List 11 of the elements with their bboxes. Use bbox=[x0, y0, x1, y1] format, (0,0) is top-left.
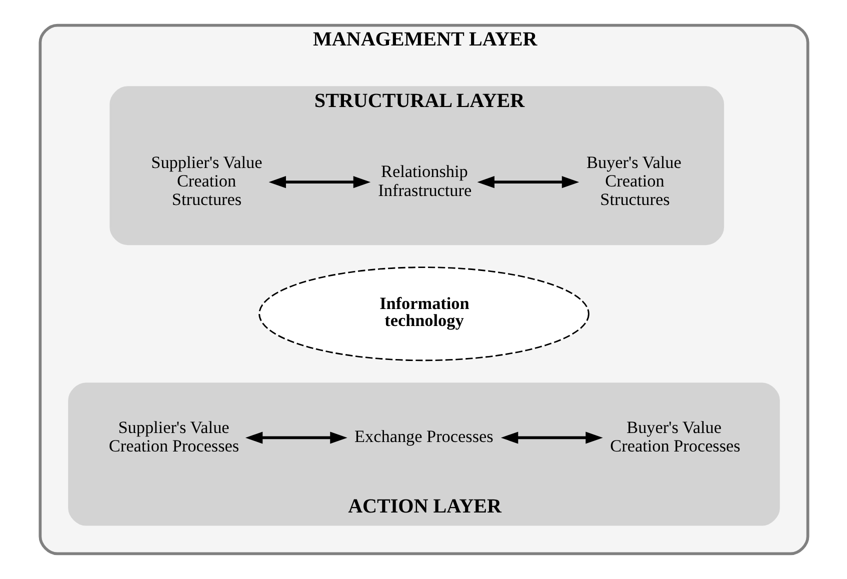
node-text: Exchange Processes bbox=[354, 427, 493, 446]
node-text: Supplier's Value Creation Processes bbox=[108, 418, 239, 456]
arrow bbox=[500, 432, 602, 444]
node-text: Buyer's Value Creation Structures bbox=[586, 152, 681, 210]
node-text: Buyer's Value Creation Processes bbox=[610, 418, 740, 456]
arrow bbox=[476, 176, 579, 188]
node-ellipse: Information technology bbox=[258, 266, 589, 362]
arrow bbox=[268, 176, 370, 188]
node-text: Supplier's Value Creation Structures bbox=[150, 152, 262, 210]
arrow bbox=[244, 432, 347, 444]
node-text: Relationship Infrastructure bbox=[378, 162, 472, 200]
